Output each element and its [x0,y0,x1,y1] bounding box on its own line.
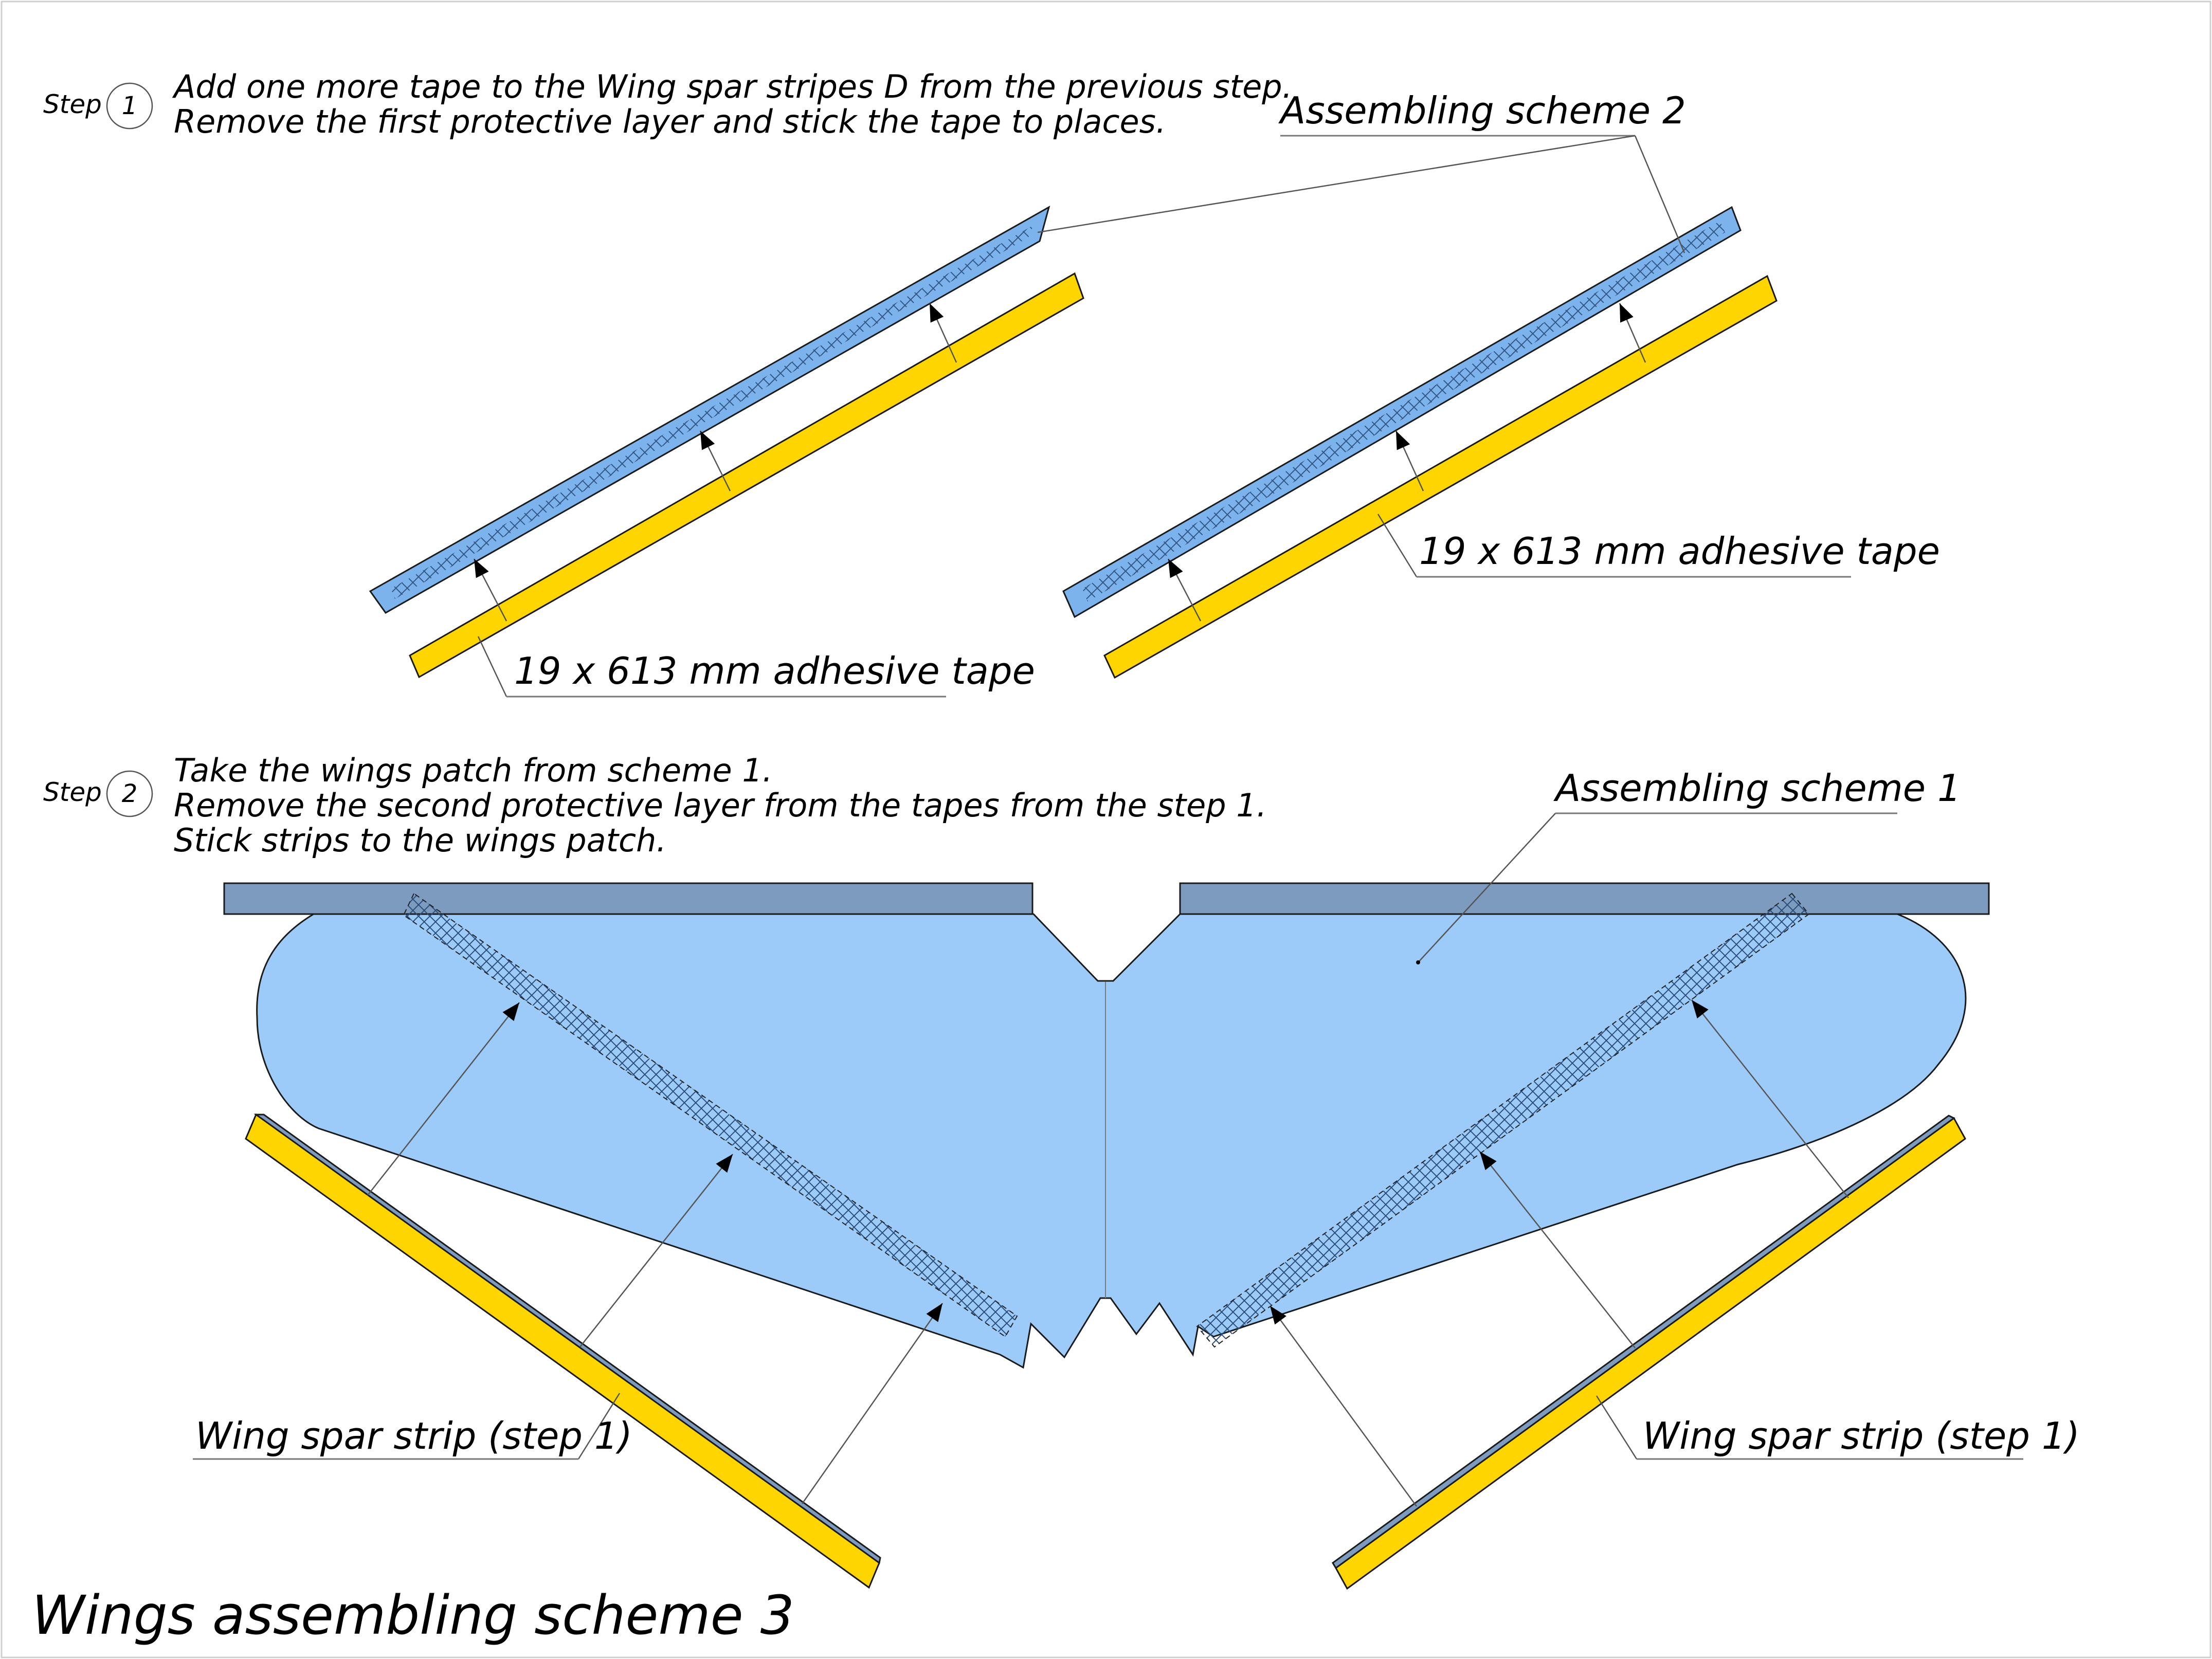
yellow-adhesive-tape-right [1103,275,1778,679]
step2-line2: Remove the second protective layer from … [174,787,1266,824]
step2-number: 2 [122,779,138,808]
wing-spar-strip-left: Wing spar strip (step 1) [193,1002,944,1589]
step1-word: Step [43,89,102,119]
step1-right-pair: 19 x 613 mm adhesive tape [1062,206,1940,679]
step2-word: Step [43,777,102,807]
tape-label-right: 19 x 613 mm adhesive tape [1419,530,1940,573]
spar-label-left: Wing spar strip (step 1) [195,1414,632,1457]
step1-line2: Remove the first protective layer and st… [174,103,1166,140]
spar-label-right: Wing spar strip (step 1) [1643,1414,2080,1457]
carbon-bar-left [223,882,1034,915]
tape-label-left: 19 x 613 mm adhesive tape [514,649,1035,692]
step1-left-pair: 19 x 613 mm adhesive tape [369,205,1084,698]
carbon-bar-right [1179,882,1990,915]
step1-line1: Add one more tape to the Wing spar strip… [172,68,1292,105]
yellow-adhesive-tape-left [409,272,1084,679]
blue-spar-tape-left [369,205,1050,614]
spar-placement-right [1196,892,1810,1348]
scheme2-callout: Assembling scheme 2 [1037,89,1686,253]
spar-placement-left [403,892,1018,1338]
step2-line3: Stick strips to the wings patch. [174,822,666,859]
drawing-title: Wings assembling scheme 3 [32,1584,794,1647]
wings-patch [256,913,1967,1369]
step1-header: Step 1 Add one more tape to the Wing spa… [43,68,1292,140]
blue-spar-tape-right [1062,206,1742,618]
step2-circle [106,770,153,817]
step2-line1: Take the wings patch from scheme 1. [174,752,773,789]
step1-number: 1 [122,92,138,120]
scheme1-label: Assembling scheme 1 [1553,767,1961,810]
step1-circle [106,82,153,130]
scheme1-callout: Assembling scheme 1 [1416,767,1961,964]
step2-header: Step 2 Take the wings patch from scheme … [43,752,1266,859]
scheme2-label: Assembling scheme 2 [1278,89,1686,132]
wing-spar-strip-right: Wing spar strip (step 1) [1269,999,2080,1590]
